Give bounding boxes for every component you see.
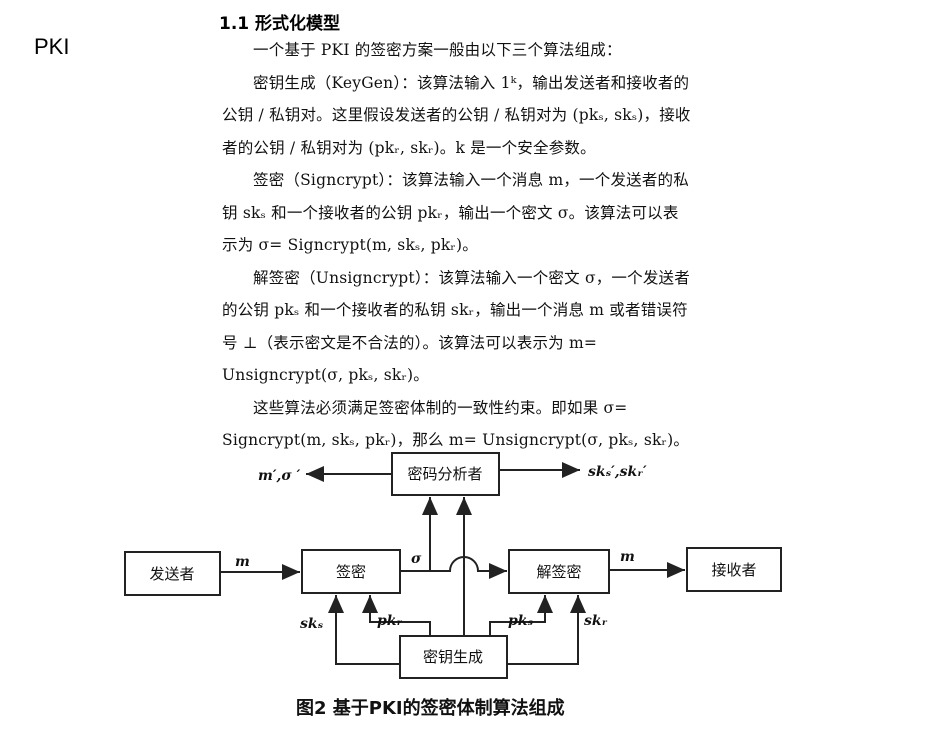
keygen-sk-s-arrow [328, 595, 400, 665]
receiver-label: 接收者 [711, 561, 756, 579]
receiver-box [686, 547, 782, 592]
m-output-label: m [620, 549, 635, 565]
unsigncrypt-label: 解签密 [536, 563, 581, 581]
figure-caption: 图2 基于PKI的签密体制算法组成 [296, 697, 565, 719]
paragraph-block: 一个基于 PKI 的签密方案一般由以下三个算法组成： 密钥生成（KeyGen）：… [222, 34, 692, 457]
keygen-paragraph: 密钥生成（KeyGen）：该算法输入 1ᵏ，输出发送者和接收者的公钥 / 私钥对… [222, 73, 691, 157]
m-input-label: m [235, 554, 250, 570]
unsigncrypt-box [508, 549, 610, 594]
pk-r-left-label: pkᵣ [377, 613, 402, 629]
keygen-pk-r-arrow [362, 595, 431, 636]
intro-paragraph: 一个基于 PKI 的签密方案一般由以下三个算法组成： [253, 41, 622, 59]
pk-s-right-label: pkₛ [508, 613, 533, 629]
unsigncrypt-paragraph: 解签密（Unsigncrypt）：该算法输入一个密文 σ，一个发送者的公钥 pk… [222, 268, 690, 385]
analyst-label: 密码分析者 [407, 465, 482, 483]
sender-label: 发送者 [149, 565, 194, 583]
sk-s-left-label: skₛ [300, 616, 324, 632]
keygen-pk-s-arrow [489, 595, 553, 636]
signcrypt-box [301, 549, 401, 594]
consistency-paragraph: 这些算法必须满足签密体制的一致性约束。即如果 σ= Signcrypt(m, s… [222, 398, 690, 450]
keygen-box [399, 635, 508, 679]
keygen-label: 密钥生成 [423, 648, 483, 666]
section-heading: 1.1 形式化模型 [219, 14, 341, 34]
analyst-left-output-label: m′,σ ′ [258, 468, 301, 484]
signcrypt-paragraph: 签密（Signcrypt）：该算法输入一个消息 m，一个发送者的私钥 skₛ 和… [222, 171, 689, 254]
pki-side-label: PKI [34, 34, 70, 59]
sk-r-right-label: skᵣ [584, 613, 608, 629]
sigma-label: σ [411, 551, 422, 567]
keygen-sk-r-arrow [507, 595, 586, 665]
signcrypt-label: 签密 [336, 563, 366, 581]
sender-box [124, 551, 221, 596]
analyst-right-output-label: skₛ′,skᵣ′ [588, 464, 647, 480]
